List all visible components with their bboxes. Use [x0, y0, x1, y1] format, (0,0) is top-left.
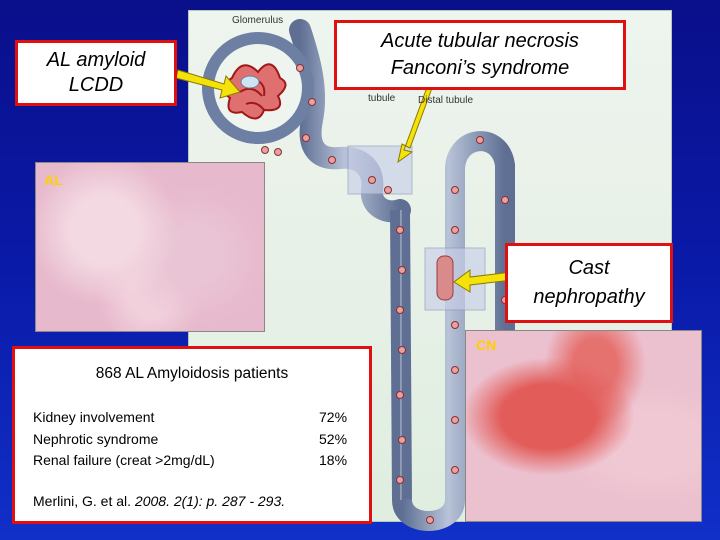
arrow-to-glomerulus	[175, 69, 241, 99]
citation-reference: 2008. 2(1): p. 287 - 293.	[134, 493, 286, 509]
atn-callout: Acute tubular necrosis Fanconi’s syndrom…	[334, 20, 626, 90]
glomerular-tuft	[222, 63, 287, 120]
cast-line: Cast	[568, 257, 610, 279]
row-label: Nephrotic syndrome	[33, 430, 159, 447]
atn-line: Acute tubular necrosis	[381, 30, 579, 52]
yellow-arrows	[175, 69, 513, 293]
arrow-to-proximal-tubule	[397, 87, 433, 164]
cast-nephropathy-callout: Cast nephropathy	[505, 243, 673, 323]
cohort-title: 868 AL Amyloidosis patients	[95, 365, 289, 382]
al-tag: AL	[44, 172, 63, 188]
distal-tubule-label: Distal tubule	[418, 95, 474, 106]
involvement-labels: Kidney involvement Nephrotic syndrome Re…	[33, 407, 215, 472]
al-micrograph	[35, 162, 265, 332]
loop-of-henle	[392, 131, 515, 531]
al-amyloid-callout: AL amyloid LCDD	[15, 40, 177, 106]
involvement-values: 72% 52% 18%	[319, 407, 347, 472]
cn-tag: CN	[476, 337, 497, 353]
tubular-cells	[261, 64, 509, 524]
row-label: Renal failure (creat >2mg/dL)	[33, 452, 215, 468]
cast	[436, 255, 454, 301]
row-value: 18%	[319, 452, 348, 468]
glomerulus-label: Glomerulus	[232, 15, 284, 26]
fanconi-line: Fanconi’s syndrome	[390, 57, 570, 79]
citation: Merlini, G. et al. 2008. 2(1): p. 287 - …	[33, 493, 285, 509]
row-label: Kidney involvement	[33, 409, 155, 425]
nephropathy-line: nephropathy	[533, 286, 645, 308]
cn-micrograph	[465, 330, 702, 522]
row-value: 72%	[319, 409, 348, 425]
citation-authors: Merlini, G. et al.	[33, 493, 135, 509]
descending-limb	[390, 209, 412, 501]
lcdd-line: LCDD	[68, 74, 124, 96]
al-amyloid-line: AL amyloid	[46, 49, 146, 71]
cohort-info-box: 868 AL Amyloidosis patients Kidney invol…	[12, 346, 372, 524]
proximal-tubule-label: tubule	[368, 93, 396, 104]
row-value: 52%	[319, 430, 348, 447]
